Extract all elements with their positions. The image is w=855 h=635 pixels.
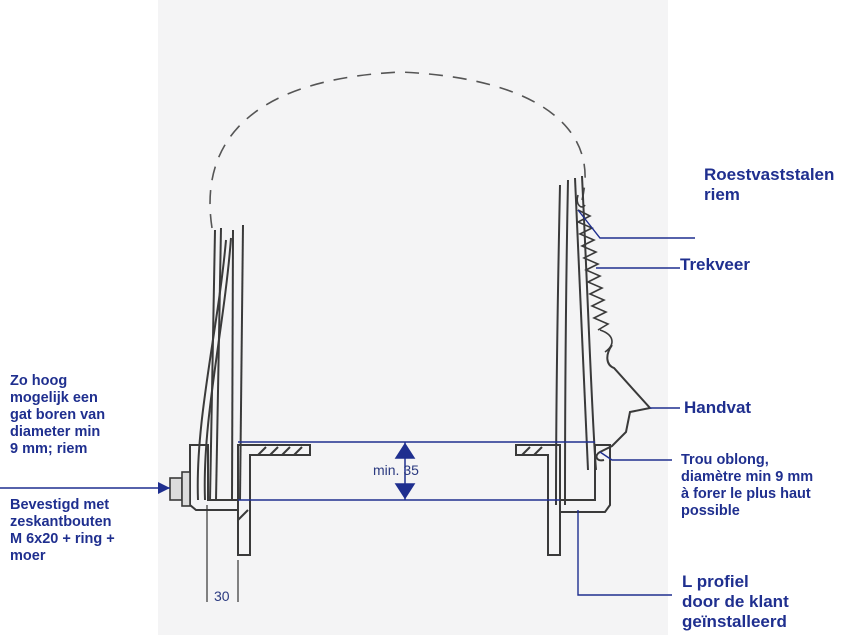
label-trou-oblong: Trou oblong, diamètre min 9 mm à forer l… (681, 452, 814, 519)
label-bevestigd: Bevestigd met zeskantbouten M 6x20 + rin… (10, 497, 115, 564)
left-rails (196, 224, 244, 501)
tension-spring (576, 194, 613, 353)
right-l-profile (515, 444, 611, 556)
label-handvat: Handvat (684, 398, 752, 417)
leader-lines (0, 209, 695, 596)
label-trekveer: Trekveer (680, 255, 750, 274)
dimension-label-30: 30 (214, 588, 230, 604)
label-l-profiel: L profiel door de klant geïnstalleerd (682, 572, 789, 631)
dimension-min35 (238, 441, 595, 501)
left-l-profile (189, 444, 311, 556)
bolt-left (169, 471, 191, 507)
leader-arrowhead (158, 482, 170, 494)
handle-hook (595, 344, 652, 462)
label-riem: Roestvaststalen riem (704, 165, 835, 204)
dimension-30 (206, 505, 239, 602)
scanned-drawing-background (158, 0, 668, 635)
dimension-label-min35: min. 35 (373, 462, 419, 478)
label-gat-boren: Zo hoog mogelijk een gat boren van diame… (10, 373, 106, 457)
dashed-arc (209, 71, 586, 229)
